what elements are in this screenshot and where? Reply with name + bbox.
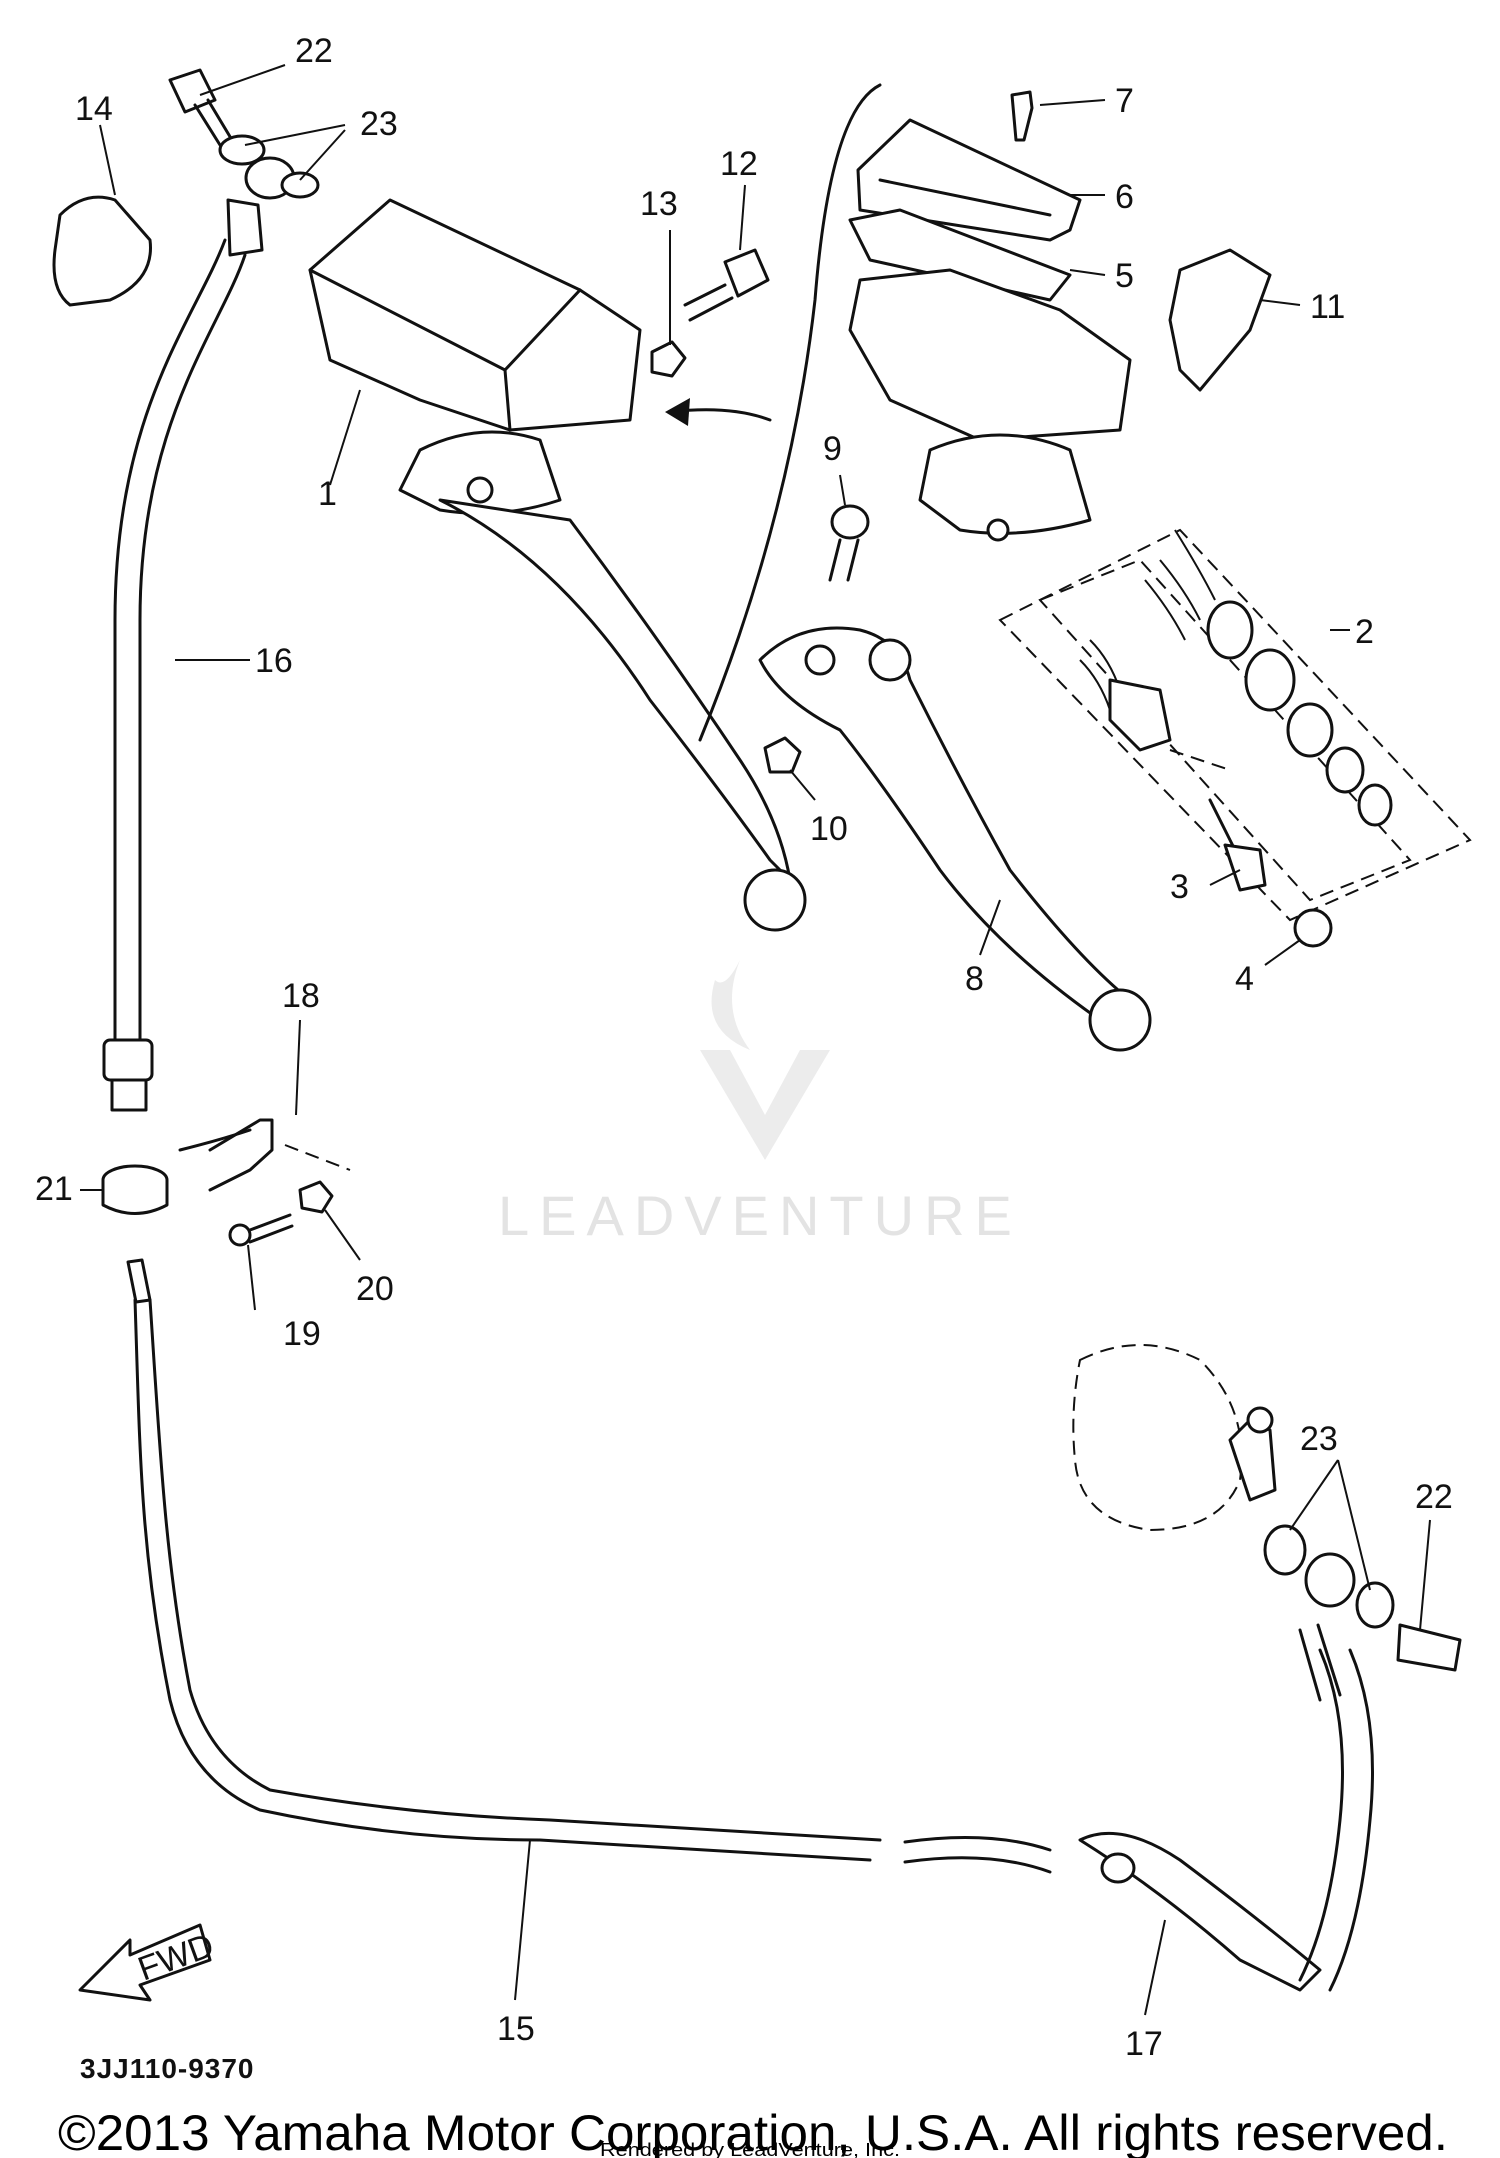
nut-part-20 [298,1180,334,1214]
rendered-by-notice: Rendered by LeadVenture, Inc. [600,2140,900,2158]
copyright-notice: ©2013 Yamaha Motor Corporation, U.S.A. A… [58,2105,1448,2158]
master-cylinder-right [848,268,1132,542]
gasket-top-2 [280,171,320,199]
hose-clip-part-18 [178,1118,351,1192]
nut-part-13 [650,340,687,378]
assembly-arrow [665,398,772,426]
reservoir-cap-part-6 [856,118,1082,242]
bolt-part-12 [683,248,770,322]
bolt-part-19 [228,1213,294,1247]
gasket-bottom-2 [1355,1581,1395,1629]
brake-caliper-outline [1072,1344,1277,1532]
fitting-part-17 [1078,1648,1374,1992]
label-10: 10 [810,810,848,848]
label-9: 9 [823,430,842,468]
hose-banjo-bottom [1304,1552,1356,1608]
brake-lever-part-8 [758,626,1152,1052]
label-20: 20 [356,1270,394,1308]
label-16: 16 [255,642,293,680]
master-cylinder-part-1 [308,198,807,932]
watermark-logo: LEADVENTURE [498,960,1022,1247]
piston-kit-part-2 [998,528,1472,922]
label-21: 21 [35,1170,73,1208]
label-2: 2 [1355,613,1374,651]
label-12: 12 [720,145,758,183]
label-11: 11 [1310,288,1345,326]
brake-hose-lower [126,1258,1052,1874]
gasket-bottom-1 [1263,1524,1307,1576]
ball-part-4 [1293,908,1333,948]
label-18: 18 [282,977,320,1015]
watermark-text: LEADVENTURE [498,1184,1022,1247]
label-22-top: 22 [295,32,333,70]
brake-hose-upper [102,198,264,1112]
label-14: 14 [75,90,113,128]
part-labels: 22 23 14 13 12 1 16 7 6 5 11 9 2 3 4 8 1… [35,32,1453,2063]
label-23-bottom: 23 [1300,1420,1338,1458]
union-bolt-bottom [1298,1623,1462,1702]
leader-lines [80,64,1431,2016]
label-7: 7 [1115,82,1134,120]
label-22-bottom: 22 [1415,1478,1453,1516]
label-13: 13 [640,185,678,223]
fwd-arrow-icon: FWD [78,1923,219,2002]
union-bolt-top [168,68,234,147]
label-5: 5 [1115,257,1134,295]
label-15: 15 [497,2010,535,2048]
screw-part-7 [1010,90,1034,142]
label-8: 8 [965,960,984,998]
diagram-code: 3JJ110-9370 [80,2053,255,2084]
label-6: 6 [1115,178,1134,216]
push-rod-part-3 [1208,798,1267,892]
label-19: 19 [283,1315,321,1353]
label-17: 17 [1125,2025,1163,2063]
pivot-bolt-part-9 [828,504,870,582]
divider-line [698,83,882,742]
diaphragm-part-5 [848,208,1072,302]
nut-part-10 [763,736,802,774]
label-3: 3 [1170,868,1189,906]
label-4: 4 [1235,960,1254,998]
grommet-part-21 [101,1164,169,1215]
label-23-top: 23 [360,105,398,143]
label-1: 1 [318,475,337,513]
switch-part-11 [1168,248,1272,392]
cap-part-14 [52,195,152,307]
